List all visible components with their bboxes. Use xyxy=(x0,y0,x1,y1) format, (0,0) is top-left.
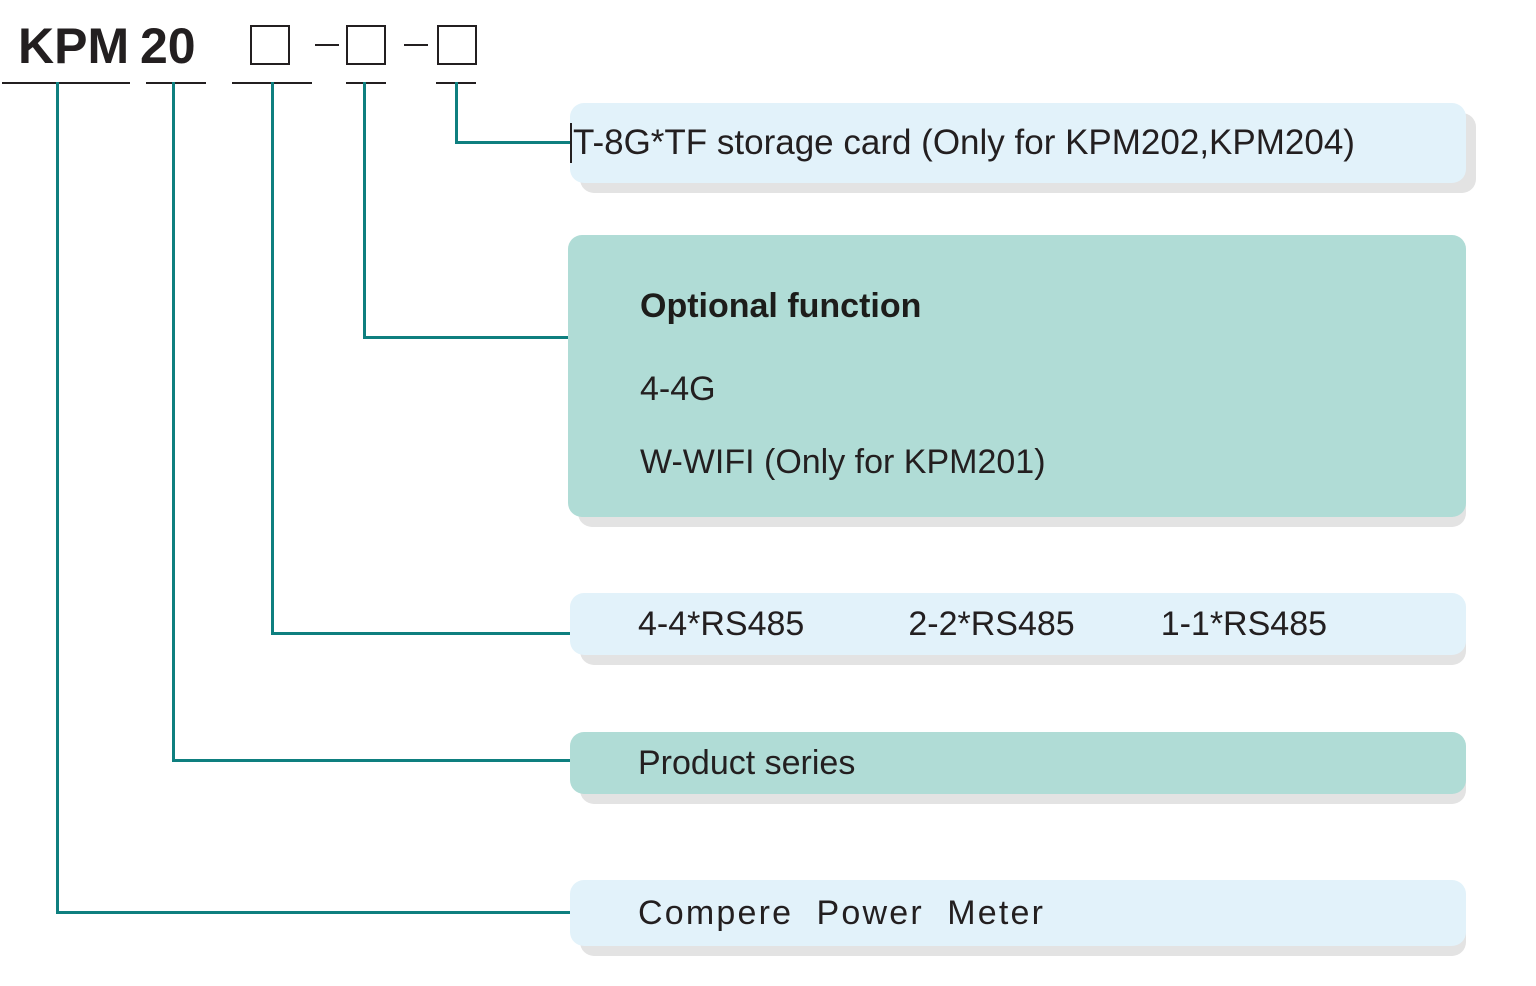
code-dash-1 xyxy=(315,44,339,46)
rs485-option-1: 1-1*RS485 xyxy=(1160,604,1328,643)
optional-function-item-wifi: W-WIFI (Only for KPM201) xyxy=(640,443,1046,481)
callout-card-storage[interactable]: T-8G*TF storage card (Only for KPM202,KP… xyxy=(570,103,1466,183)
rs485-option-2: 2-2*RS485 xyxy=(908,604,1075,643)
text-caret-icon xyxy=(570,123,572,163)
connector-vertical-field-5 xyxy=(455,82,458,143)
callout-storage-label: T-8G*TF storage card (Only for KPM202,KP… xyxy=(573,123,1355,162)
optional-function-content: Optional function 4-4G W-WIFI (Only for … xyxy=(568,235,1466,482)
callout-series-label: Product series xyxy=(638,743,856,782)
underline-field-2 xyxy=(146,82,206,84)
callout-card-rs485[interactable]: 4-4*RS485 2-2*RS485 1-1*RS485 xyxy=(570,593,1466,655)
callout-card-product-series[interactable]: Product series xyxy=(570,732,1466,794)
underline-field-1 xyxy=(2,82,130,84)
code-slot-box-1 xyxy=(250,25,290,65)
callout-card-compere-power-meter[interactable]: Compere Power Meter xyxy=(570,880,1466,946)
code-dash-2 xyxy=(404,44,428,46)
connector-vertical-field-4 xyxy=(363,82,366,339)
optional-function-title: Optional function xyxy=(640,287,922,325)
connector-vertical-field-2 xyxy=(172,82,175,762)
callout-card-optional-function[interactable]: Optional function 4-4G W-WIFI (Only for … xyxy=(568,235,1466,517)
code-token-prefix: KPM xyxy=(18,18,130,74)
code-token-series: 20 xyxy=(140,18,196,74)
rs485-options-row: 4-4*RS485 2-2*RS485 1-1*RS485 xyxy=(570,605,1466,644)
optional-function-item-4g: 4-4G xyxy=(640,370,716,408)
connector-horizontal-field-1 xyxy=(56,911,572,914)
callout-meter-label: Compere Power Meter xyxy=(638,893,1046,932)
rs485-option-4: 4-4*RS485 xyxy=(638,604,805,643)
connector-horizontal-field-4 xyxy=(363,336,572,339)
connector-vertical-field-1 xyxy=(56,82,59,913)
connector-horizontal-field-2 xyxy=(172,759,572,762)
connector-horizontal-field-5 xyxy=(455,141,572,144)
code-slot-box-3 xyxy=(437,25,477,65)
code-slot-box-2 xyxy=(346,25,386,65)
connector-horizontal-field-3 xyxy=(271,632,572,635)
connector-vertical-field-3 xyxy=(271,82,274,635)
underline-field-4 xyxy=(346,82,386,84)
